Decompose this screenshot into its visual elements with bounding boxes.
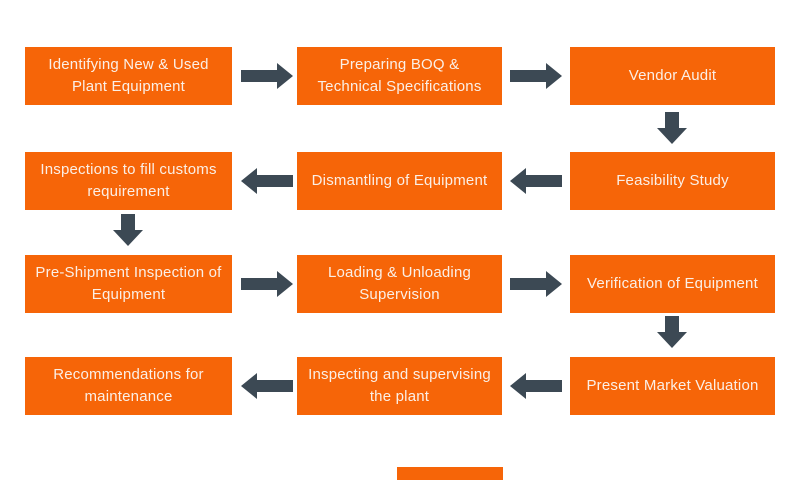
flow-step-label: Dismantling of Equipment (311, 172, 488, 190)
flow-step-label: Feasibility Study (616, 172, 729, 190)
arrow-right-glyph (510, 63, 562, 89)
flow-step-box-preshipment-inspection: Pre-Shipment Inspection of Equipment (25, 255, 232, 313)
arrow-right-icon (510, 63, 562, 89)
flow-step-box-dismantling-equipment: Dismantling of Equipment (297, 152, 502, 210)
flow-step-label: Preparing BOQ & Technical Specifications (317, 56, 482, 95)
arrow-left-glyph (241, 373, 293, 399)
arrow-down-icon (657, 316, 687, 348)
arrow-down-icon (657, 112, 687, 144)
flow-step-box-loading-unloading: Loading & Unloading Supervision (297, 255, 502, 313)
flow-step-label: Recommendations for maintenance (53, 366, 204, 405)
flow-step-label: Present Market Valuation (586, 377, 759, 395)
arrow-left-icon (241, 168, 293, 194)
flow-step-box-market-valuation: Present Market Valuation (570, 357, 775, 415)
flow-step-box-preparing-boq: Preparing BOQ & Technical Specifications (297, 47, 502, 105)
arrow-right-icon (241, 63, 293, 89)
flow-step-label: Vendor Audit (628, 67, 717, 85)
arrow-left-glyph (510, 373, 562, 399)
arrow-down-glyph (657, 316, 687, 348)
flow-step-box-inspecting-supervising: Inspecting and supervising the plant (297, 357, 502, 415)
flow-step-label: Pre-Shipment Inspection of Equipment (35, 264, 222, 303)
arrow-right-glyph (510, 271, 562, 297)
flow-step-label: Inspecting and supervising the plant (308, 366, 491, 405)
arrow-left-glyph (510, 168, 562, 194)
arrow-right-icon (241, 271, 293, 297)
flow-step-box-partial-bottom (397, 467, 503, 480)
flow-step-box-feasibility-study: Feasibility Study (570, 152, 775, 210)
arrow-left-icon (510, 168, 562, 194)
arrow-down-icon (113, 214, 143, 246)
arrow-right-icon (510, 271, 562, 297)
arrow-right-glyph (241, 63, 293, 89)
arrow-down-glyph (113, 214, 143, 246)
flow-step-box-vendor-audit: Vendor Audit (570, 47, 775, 105)
arrow-left-icon (510, 373, 562, 399)
flow-step-label: Verification of Equipment (587, 275, 758, 293)
flow-step-box-recommendations-maintenance: Recommendations for maintenance (25, 357, 232, 415)
flow-step-box-customs-inspections: Inspections to fill customs requirement (25, 152, 232, 210)
flow-step-box-verification-equipment: Verification of Equipment (570, 255, 775, 313)
flow-step-label: Loading & Unloading Supervision (327, 264, 472, 303)
flow-step-label: Inspections to fill customs requirement (40, 161, 217, 200)
flow-step-label: Identifying New & Used Plant Equipment (48, 56, 209, 95)
flow-step-box-identifying-equipment: Identifying New & Used Plant Equipment (25, 47, 232, 105)
arrow-left-glyph (241, 168, 293, 194)
arrow-left-icon (241, 373, 293, 399)
arrow-down-glyph (657, 112, 687, 144)
arrow-right-glyph (241, 271, 293, 297)
